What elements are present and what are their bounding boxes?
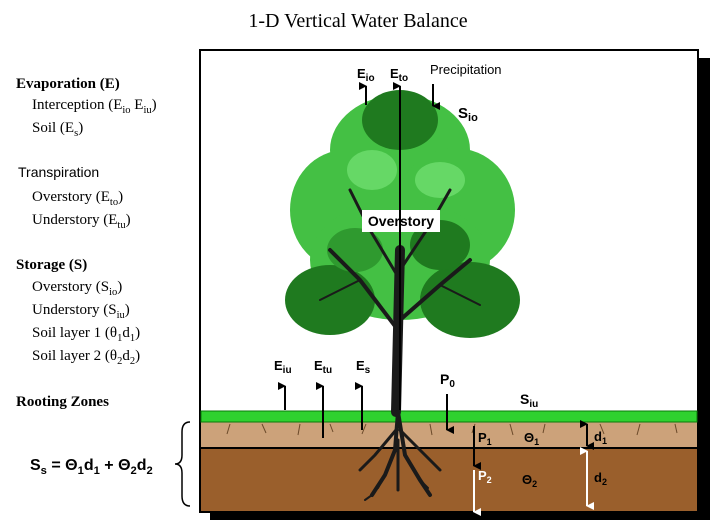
legend-interception: Interception (Eio Eiu)	[32, 97, 157, 116]
tree-roots	[358, 410, 442, 501]
storage-formula: Ss = Θ1d1 + Θ2d2	[30, 457, 153, 478]
overstory-label: Overstory	[368, 213, 434, 229]
legend-soil-evaporation: Soil (Es)	[32, 120, 84, 139]
legend-evaporation-heading: Evaporation (E)	[16, 76, 120, 92]
soil-layer-1-band	[201, 422, 697, 448]
grass-strip	[200, 410, 698, 423]
legend-overstory-transpiration: Overstory (Eto)	[32, 189, 124, 208]
page-title: 1-D Vertical Water Balance	[248, 10, 468, 32]
soil-layer-2-band	[201, 448, 697, 511]
precipitation-label: Precipitation	[430, 62, 502, 77]
legend-rooting-heading: Rooting Zones	[16, 394, 109, 410]
legend-transpiration-heading: Transpiration	[18, 164, 100, 180]
legend-overstory-storage: Overstory (Sio)	[32, 279, 123, 298]
rooting-zone-brace	[174, 421, 191, 507]
legend-storage-heading: Storage (S)	[16, 257, 88, 273]
legend-understory-storage: Understory (Siu)	[32, 302, 130, 321]
legend-soil-layer-1: Soil layer 1 (θ1d1)	[32, 325, 141, 344]
legend-soil-layer-2: Soil layer 2 (θ2d2)	[32, 348, 141, 367]
legend-understory-transpiration: Understory (Etu)	[32, 212, 131, 231]
